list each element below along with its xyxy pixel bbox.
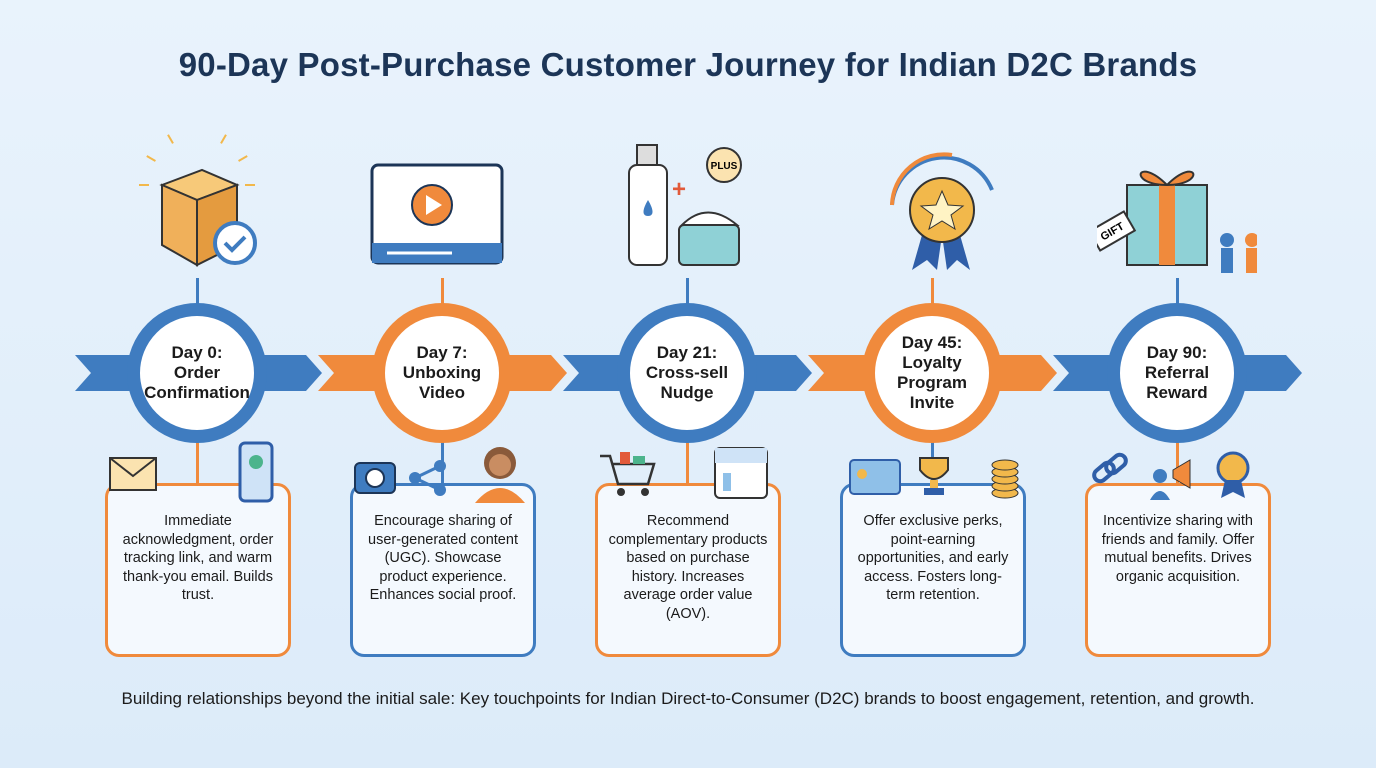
- star-medal-icon: [890, 152, 994, 270]
- stage-description-card: Recommend complementary products based o…: [595, 483, 781, 657]
- connector-line: [686, 278, 689, 308]
- smartphone-check-icon: [238, 441, 274, 503]
- stage-description: Incentivize sharing with friends and fam…: [1101, 513, 1255, 585]
- connector-line: [1176, 278, 1179, 308]
- recommendation-card-icon: [714, 447, 768, 499]
- package-check-icon: [139, 134, 257, 267]
- stage-description-card: Offer exclusive perks, point-earning opp…: [840, 483, 1026, 657]
- camera-icon: [354, 462, 396, 494]
- gift-referral-icon: GIFT: [1097, 170, 1257, 273]
- stage-description: Recommend complementary products based o…: [608, 513, 768, 622]
- stage-description-card: Incentivize sharing with friends and fam…: [1085, 483, 1271, 657]
- member-card-icon: [849, 459, 901, 495]
- connector-line: [1176, 440, 1179, 485]
- badge-icon: [1216, 451, 1250, 498]
- video-player-icon: [370, 163, 504, 265]
- stage-description: Immediate acknowledgment, order tracking…: [122, 513, 274, 603]
- coins-icon: [991, 459, 1019, 499]
- shopping-cart-icon: [600, 452, 656, 496]
- stage-description: Offer exclusive perks, point-earning opp…: [857, 513, 1009, 603]
- trophy-icon: [919, 457, 949, 495]
- connector-line: [441, 278, 444, 308]
- connector-line: [196, 278, 199, 308]
- customer-avatar-icon: [475, 447, 525, 503]
- envelope-icon: [109, 457, 157, 491]
- svg-text:+: +: [672, 176, 686, 203]
- stage-description: Encourage sharing of user-generated cont…: [368, 513, 518, 603]
- connector-line: [931, 278, 934, 308]
- page-title: 90-Day Post-Purchase Customer Journey fo…: [178, 46, 1198, 83]
- stage-description-card: Immediate acknowledgment, order tracking…: [105, 483, 291, 657]
- connector-line: [686, 440, 689, 485]
- stage-description-card: Encourage sharing of user-generated cont…: [350, 483, 536, 657]
- plus-label: PLUS: [711, 161, 738, 172]
- megaphone-icon: [1150, 459, 1191, 500]
- link-icon: [1092, 452, 1128, 484]
- connector-line: [196, 440, 199, 485]
- footer-caption: Building relationships beyond the initia…: [121, 689, 1255, 708]
- share-icon: [409, 460, 446, 496]
- products-plus-icon: + PLUS: [628, 144, 742, 266]
